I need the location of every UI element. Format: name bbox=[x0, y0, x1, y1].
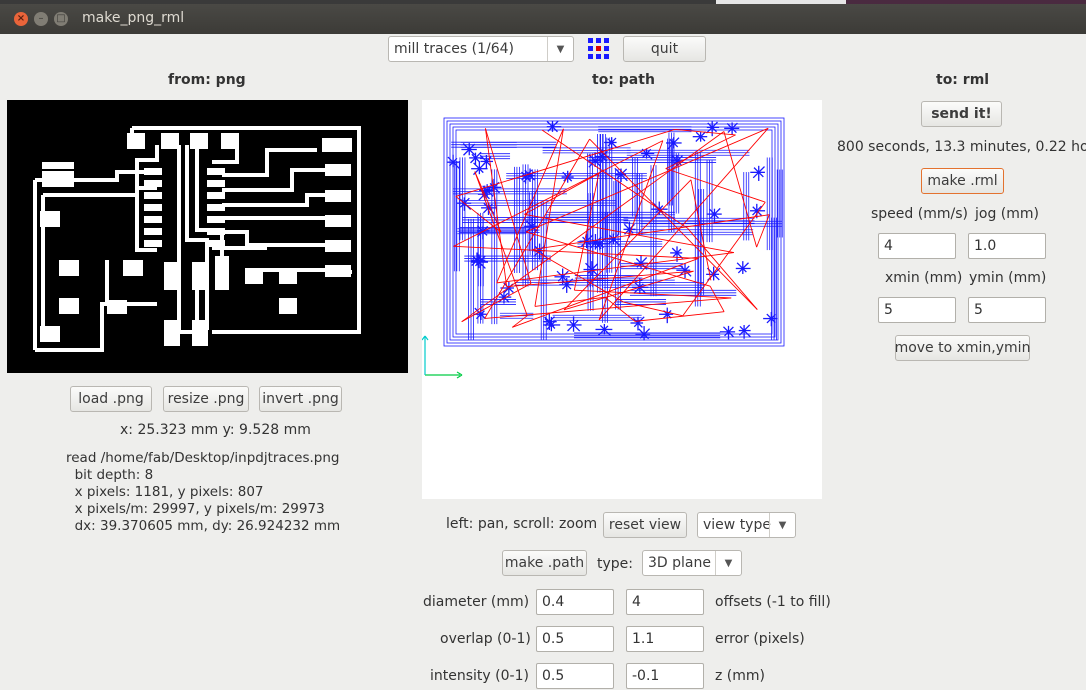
grid-dots-icon[interactable] bbox=[586, 35, 612, 61]
chevron-down-icon[interactable]: ▼ bbox=[715, 551, 741, 575]
quit-button[interactable]: quit bbox=[623, 36, 706, 62]
overlap-label: overlap (0-1) bbox=[440, 631, 531, 647]
png-preview[interactable] bbox=[7, 100, 408, 373]
reset-view-button[interactable]: reset view bbox=[603, 512, 687, 538]
info-line: x pixels/m: 29997, y pixels/m: 29973 bbox=[66, 501, 325, 517]
rml-header: to: rml bbox=[936, 72, 990, 88]
move-to-origin-button[interactable]: move to xmin,ymin bbox=[895, 335, 1030, 361]
error-label: error (pixels) bbox=[715, 631, 805, 647]
resize-png-button[interactable]: resize .png bbox=[163, 386, 249, 412]
offsets-input[interactable] bbox=[626, 589, 704, 615]
ymin-input[interactable] bbox=[968, 297, 1046, 323]
overlap-input[interactable] bbox=[536, 626, 614, 652]
cursor-coords: x: 25.323 mm y: 9.528 mm bbox=[120, 422, 311, 438]
mode-select-value: mill traces (1/64) bbox=[394, 41, 514, 57]
invert-png-button[interactable]: invert .png bbox=[259, 386, 342, 412]
info-line: read /home/fab/Desktop/inpdjtraces.png bbox=[66, 450, 340, 466]
z-label: z (mm) bbox=[715, 668, 765, 684]
offsets-label: offsets (-1 to fill) bbox=[715, 594, 831, 610]
info-line: bit depth: 8 bbox=[66, 467, 154, 483]
toolpath-canvas bbox=[421, 117, 785, 379]
chevron-down-icon[interactable]: ▼ bbox=[769, 513, 795, 537]
minimize-icon[interactable]: – bbox=[34, 12, 48, 26]
info-line: x pixels: 1181, y pixels: 807 bbox=[66, 484, 264, 500]
speed-input[interactable] bbox=[878, 233, 956, 259]
xmin-label: xmin (mm) bbox=[885, 270, 963, 286]
z-input[interactable] bbox=[626, 663, 704, 689]
mode-select[interactable]: mill traces (1/64) ▼ bbox=[388, 36, 574, 62]
window-title: make_png_rml bbox=[82, 10, 185, 26]
view-type-value: view type bbox=[703, 517, 771, 533]
chevron-down-icon[interactable]: ▼ bbox=[547, 37, 573, 61]
intensity-label: intensity (0-1) bbox=[430, 668, 529, 684]
pcb-traces-image bbox=[33, 126, 361, 352]
type-label: type: bbox=[597, 556, 633, 572]
make-path-button[interactable]: make .path bbox=[502, 550, 587, 576]
diameter-label: diameter (mm) bbox=[423, 594, 530, 610]
png-info: read /home/fab/Desktop/inpdjtraces.png b… bbox=[66, 450, 340, 535]
app-window: × – □ make_png_rml mill traces (1/64) ▼ … bbox=[0, 4, 1086, 690]
time-estimate: 800 seconds, 13.3 minutes, 0.22 hours bbox=[837, 139, 1086, 155]
info-line: dx: 39.370605 mm, dy: 26.924232 mm bbox=[66, 518, 341, 534]
maximize-icon[interactable]: □ bbox=[54, 12, 68, 26]
load-png-button[interactable]: load .png bbox=[70, 386, 152, 412]
error-input[interactable] bbox=[626, 626, 704, 652]
desktop-background bbox=[0, 0, 1086, 6]
speed-label: speed (mm/s) bbox=[871, 206, 968, 222]
diameter-input[interactable] bbox=[536, 589, 614, 615]
png-header: from: png bbox=[168, 72, 246, 88]
make-rml-button[interactable]: make .rml bbox=[921, 168, 1004, 194]
close-icon[interactable]: × bbox=[14, 12, 28, 26]
send-it-button[interactable]: send it! bbox=[921, 101, 1002, 127]
path-type-value: 3D plane bbox=[648, 555, 711, 571]
title-bar[interactable]: × – □ make_png_rml bbox=[0, 4, 1086, 34]
xmin-input[interactable] bbox=[878, 297, 956, 323]
path-type-select[interactable]: 3D plane ▼ bbox=[642, 550, 742, 576]
nav-hint: left: pan, scroll: zoom bbox=[446, 516, 598, 532]
path-preview[interactable] bbox=[421, 100, 822, 499]
intensity-input[interactable] bbox=[536, 663, 614, 689]
view-type-select[interactable]: view type ▼ bbox=[697, 512, 796, 538]
ymin-label: ymin (mm) bbox=[969, 270, 1047, 286]
path-header: to: path bbox=[592, 72, 655, 88]
jog-label: jog (mm) bbox=[975, 206, 1039, 222]
jog-input[interactable] bbox=[968, 233, 1046, 259]
